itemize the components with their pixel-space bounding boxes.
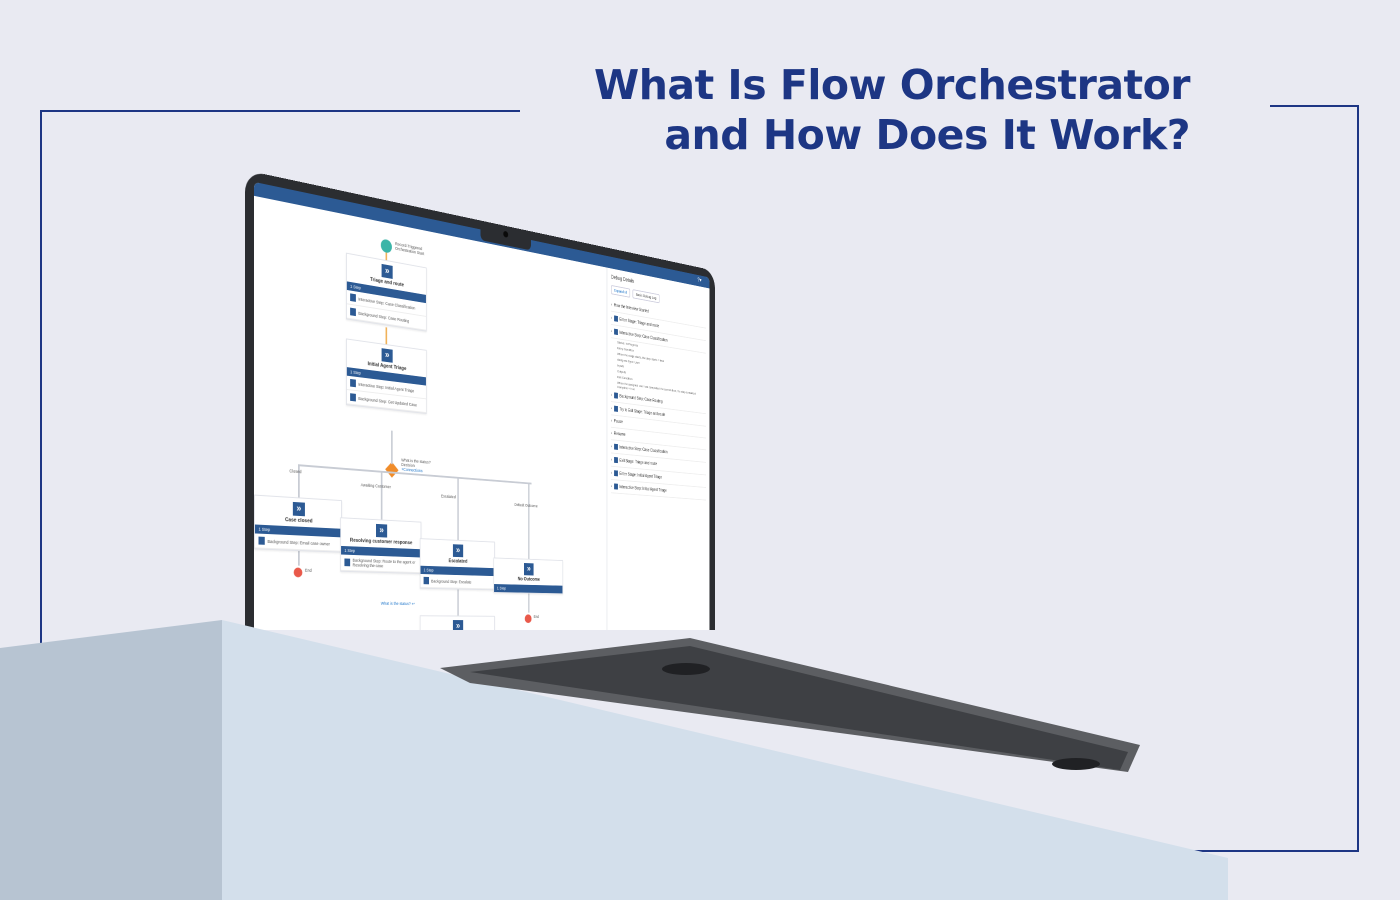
connector-line bbox=[528, 591, 530, 613]
start-icon bbox=[380, 238, 392, 254]
chevron-right-icon: › bbox=[611, 315, 613, 321]
decorative-frame-left bbox=[40, 110, 520, 647]
end-label: End bbox=[304, 567, 312, 573]
step-icon bbox=[423, 576, 429, 585]
step-icon bbox=[613, 328, 618, 336]
stage-icon: » bbox=[524, 563, 534, 576]
step-count: 1 Step bbox=[494, 584, 563, 594]
step-label: Background Step: Email case owner bbox=[267, 538, 330, 546]
step-label: Background Step: Get Updated Case bbox=[358, 395, 417, 407]
step-row[interactable]: Background Step: Escalate bbox=[420, 573, 495, 590]
end-label: End bbox=[533, 614, 540, 619]
step-label: Background Step: Route to the agent or R… bbox=[352, 557, 416, 569]
title-line-2: and How Does It Work? bbox=[664, 111, 1190, 159]
step-icon bbox=[613, 443, 618, 450]
chevron-right-icon: › bbox=[611, 443, 613, 449]
flow-canvas: Record-Triggered Orchestration Start Wha… bbox=[254, 196, 607, 630]
step-icon bbox=[613, 470, 618, 477]
step-icon bbox=[350, 307, 356, 317]
step-icon bbox=[613, 483, 618, 490]
chevron-right-icon: › bbox=[611, 328, 613, 334]
debug-item-label: Resume bbox=[613, 431, 626, 438]
stage-icon: » bbox=[381, 263, 393, 279]
chevron-right-icon: › bbox=[611, 483, 613, 489]
debug-item-label: Exit Stage: Triage and route bbox=[619, 457, 657, 467]
laptop-base-bottom bbox=[470, 646, 1128, 770]
debug-item-label: Pause bbox=[613, 418, 623, 425]
camera-icon bbox=[503, 230, 509, 238]
step-label: Background Step: Case Routing bbox=[358, 310, 410, 323]
step-icon bbox=[350, 378, 356, 388]
step-icon bbox=[350, 393, 356, 402]
help-menu[interactable]: ?▾ bbox=[697, 277, 702, 284]
laptop-foot bbox=[662, 663, 710, 675]
branch-label: Escalated bbox=[440, 493, 456, 500]
stage-title: Escalated bbox=[448, 558, 468, 565]
chevron-right-icon: › bbox=[611, 405, 613, 411]
connector-line bbox=[380, 470, 383, 520]
step-label: Interactive Step: Initial Agent Triage bbox=[358, 381, 415, 393]
step-row[interactable]: Background Step: Route to the agent or R… bbox=[341, 554, 421, 574]
basic-debug-log-toggle[interactable]: Basic Debug Log bbox=[632, 289, 660, 304]
connector-line bbox=[528, 482, 530, 559]
branch-label: Awaiting Customer bbox=[360, 482, 391, 490]
chevron-right-icon: › bbox=[611, 418, 613, 424]
connector-line bbox=[457, 476, 459, 540]
debug-item-label: Interactive Step: Initial Agent Triage bbox=[619, 484, 667, 494]
debug-item-label: Try to Exit Stage: Triage and route bbox=[619, 406, 666, 418]
branch-label: Closed bbox=[289, 468, 302, 475]
debug-list: ›How the Interview Started›Enter Stage: … bbox=[611, 299, 707, 501]
laptop-screen: ?▾ Record-Triggered Orchestration Start … bbox=[245, 170, 715, 630]
step-icon bbox=[613, 456, 618, 464]
step-row[interactable]: Background Step: Email case owner bbox=[254, 533, 342, 552]
branch-label: Default Outcome bbox=[514, 502, 538, 509]
debug-item-label: Enter Stage: Initial Agent Triage bbox=[619, 471, 662, 480]
step-icon bbox=[344, 558, 351, 567]
end-icon bbox=[293, 567, 303, 578]
screen-display: ?▾ Record-Triggered Orchestration Start … bbox=[254, 181, 710, 630]
start-label: Record-Triggered Orchestration Start bbox=[395, 241, 425, 257]
stage-icon: » bbox=[452, 544, 464, 558]
step-icon bbox=[613, 392, 618, 399]
chevron-right-icon: › bbox=[611, 457, 613, 463]
title-line-1: What Is Flow Orchestrator bbox=[593, 61, 1191, 109]
pedestal-left-face bbox=[0, 620, 222, 900]
page-title: What Is Flow Orchestrator and How Does I… bbox=[593, 60, 1191, 160]
debug-item-label: Background Step: Case Routing bbox=[619, 393, 663, 405]
stage-icon: » bbox=[376, 523, 388, 538]
chevron-right-icon: › bbox=[611, 302, 613, 308]
laptop-base-edge bbox=[440, 638, 1140, 772]
step-icon bbox=[613, 315, 618, 322]
loop-link[interactable]: What is the status? ↩ bbox=[380, 600, 415, 607]
step-icon bbox=[258, 536, 265, 545]
connector-line bbox=[457, 588, 459, 616]
stage-card[interactable]: »Triage Escalated Case1 StepInteractive … bbox=[419, 615, 495, 630]
step-label: Background Step: Escalate bbox=[431, 578, 472, 584]
pedestal-front-face bbox=[222, 620, 1228, 900]
end-icon bbox=[524, 614, 532, 624]
stage-title: No Outcome bbox=[517, 576, 540, 583]
debug-item-label: Interactive Step: Case Classification bbox=[619, 444, 668, 455]
laptop-foot bbox=[1052, 758, 1100, 770]
connector-line bbox=[391, 430, 393, 465]
chevron-right-icon: › bbox=[611, 470, 613, 476]
chevron-right-icon: › bbox=[611, 430, 613, 437]
decorative-frame-right bbox=[1180, 105, 1359, 852]
step-icon bbox=[613, 405, 618, 412]
debug-panel: Debug Details Expand All Basic Debug Log… bbox=[606, 267, 710, 630]
stage-icon: » bbox=[381, 348, 393, 363]
stage-title: Resolving customer response bbox=[349, 537, 413, 547]
expand-all-button[interactable]: Expand All bbox=[611, 285, 631, 298]
step-icon bbox=[350, 293, 356, 302]
stage-icon: » bbox=[452, 620, 464, 630]
decorative-frame-right-top bbox=[1270, 105, 1359, 107]
stage-icon: » bbox=[292, 501, 305, 517]
chevron-right-icon: › bbox=[611, 392, 613, 398]
